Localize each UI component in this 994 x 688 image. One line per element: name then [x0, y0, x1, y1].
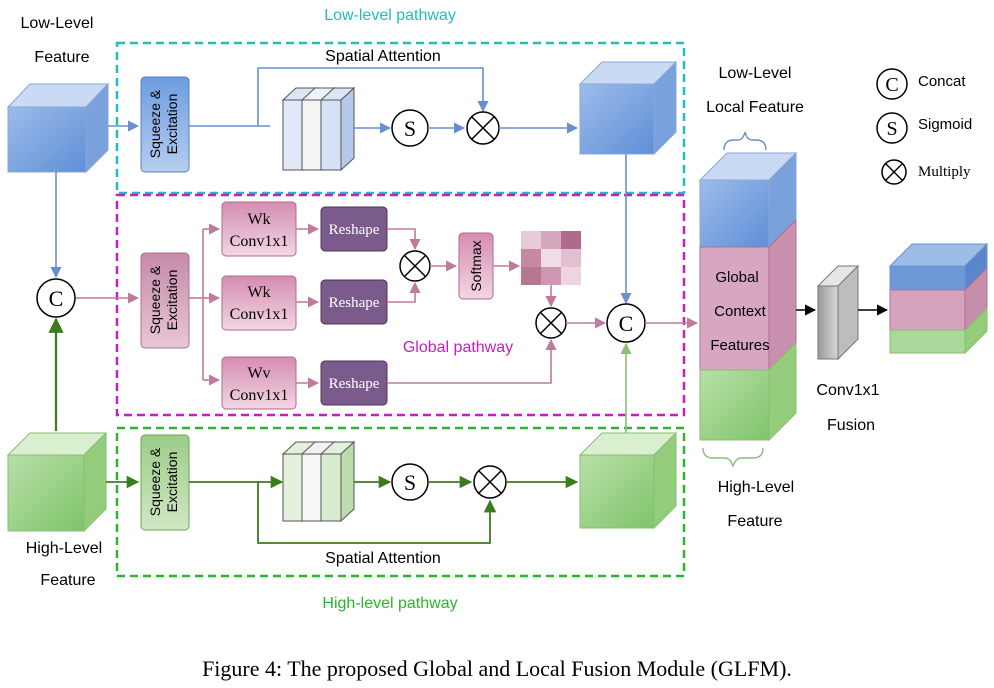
- high-pathway-label: High-level pathway: [322, 595, 457, 612]
- spatial-attention-top-label: Spatial Attention: [325, 48, 441, 65]
- multiply-node-global-1: [399, 250, 431, 282]
- svg-text:C: C: [619, 311, 634, 336]
- wk-conv-block-2: Wk Conv1x1: [221, 275, 297, 331]
- concat-right-node: C: [606, 303, 646, 343]
- softmax-block: Softmax: [458, 232, 494, 300]
- svg-text:S: S: [404, 470, 416, 495]
- output-fused-cube: [888, 242, 989, 355]
- svg-text:Wv: Wv: [247, 365, 270, 382]
- multiply-node-global-2: [535, 307, 567, 339]
- attention-map: [521, 231, 581, 285]
- global-context-label-2: Context: [714, 303, 767, 320]
- se-block-high: Squeeze & Excitation: [140, 434, 190, 531]
- high-level-feature-cube: [6, 431, 108, 533]
- legend-concat-label: Concat: [918, 73, 966, 90]
- low-pathway-label: Low-level pathway: [324, 7, 456, 24]
- high-level-feature-label-2: Feature: [40, 572, 95, 589]
- top-brace: [723, 131, 767, 151]
- stacked-feature-cube: [698, 151, 798, 442]
- low-output-cube: [578, 60, 678, 156]
- se-block-global: Squeeze & Excitation: [140, 252, 190, 349]
- high-output-cube: [578, 431, 678, 530]
- svg-text:Wk: Wk: [247, 211, 270, 228]
- feature-maps-high: [281, 440, 356, 523]
- sigmoid-node-high: S: [391, 463, 429, 501]
- global-pathway-box: [115, 193, 686, 417]
- reshape-block-1: Reshape: [320, 206, 388, 252]
- sigmoid-node-low: S: [391, 109, 429, 147]
- global-context-label-3: Features: [710, 337, 769, 354]
- high-level-feature-label-1: High-Level: [26, 540, 102, 557]
- spatial-attention-bottom-label: Spatial Attention: [325, 550, 441, 567]
- wk-conv-block-1: Wk Conv1x1: [221, 201, 297, 257]
- legend-sigmoid-label: Sigmoid: [918, 116, 972, 133]
- global-context-label-1: Global: [715, 269, 758, 286]
- conv-fusion-label-2: Fusion: [827, 417, 875, 434]
- global-pathway-label: Global pathway: [403, 339, 513, 356]
- svg-text:Excitation: Excitation: [164, 452, 180, 513]
- conv-fusion-block: [816, 264, 860, 361]
- svg-text:Reshape: Reshape: [329, 222, 380, 238]
- svg-text:Conv1x1: Conv1x1: [230, 387, 289, 404]
- legend-concat: C Concat: [876, 68, 966, 100]
- figure-caption: Figure 4: The proposed Global and Local …: [202, 656, 792, 681]
- svg-text:Reshape: Reshape: [329, 295, 380, 311]
- multiply-node-low: [466, 111, 500, 145]
- low-level-feature-label-2: Feature: [34, 49, 89, 66]
- svg-text:Softmax: Softmax: [468, 240, 484, 291]
- feature-maps-low: [281, 86, 356, 172]
- legend-multiply-label: Multiply: [918, 164, 971, 180]
- svg-text:Conv1x1: Conv1x1: [230, 233, 289, 250]
- svg-text:Squeeze &: Squeeze &: [147, 265, 163, 334]
- svg-text:S: S: [886, 118, 897, 140]
- low-pathway-box: [115, 41, 686, 195]
- svg-text:Reshape: Reshape: [329, 376, 380, 392]
- low-level-feature-cube: [6, 82, 110, 174]
- svg-text:Conv1x1: Conv1x1: [230, 306, 289, 323]
- reshape-block-3: Reshape: [320, 360, 388, 406]
- reshape-block-2: Reshape: [320, 279, 388, 325]
- svg-text:C: C: [885, 74, 898, 96]
- high-level-right-label-2: Feature: [727, 513, 782, 530]
- wv-conv-block: Wv Conv1x1: [221, 356, 297, 410]
- low-level-feature-label-1: Low-Level: [21, 15, 94, 32]
- low-level-local-label-2: Local Feature: [706, 99, 804, 116]
- svg-text:C: C: [49, 286, 64, 311]
- svg-text:Excitation: Excitation: [164, 94, 180, 155]
- svg-text:Squeeze &: Squeeze &: [147, 447, 163, 516]
- conv-fusion-label-1: Conv1x1: [816, 382, 879, 399]
- low-level-local-label-1: Low-Level: [719, 65, 792, 82]
- svg-text:Squeeze &: Squeeze &: [147, 89, 163, 158]
- legend-multiply: Multiply: [881, 159, 971, 185]
- se-block-low: Squeeze & Excitation: [140, 76, 190, 173]
- high-level-right-label-1: High-Level: [718, 479, 794, 496]
- multiply-node-high: [473, 465, 507, 499]
- svg-text:S: S: [404, 116, 416, 141]
- legend-sigmoid: S Sigmoid: [876, 112, 972, 144]
- bottom-brace: [702, 447, 764, 468]
- concat-left-node: C: [36, 278, 76, 318]
- svg-text:Wk: Wk: [247, 284, 270, 301]
- svg-text:Excitation: Excitation: [164, 270, 180, 331]
- high-pathway-box: [115, 426, 686, 578]
